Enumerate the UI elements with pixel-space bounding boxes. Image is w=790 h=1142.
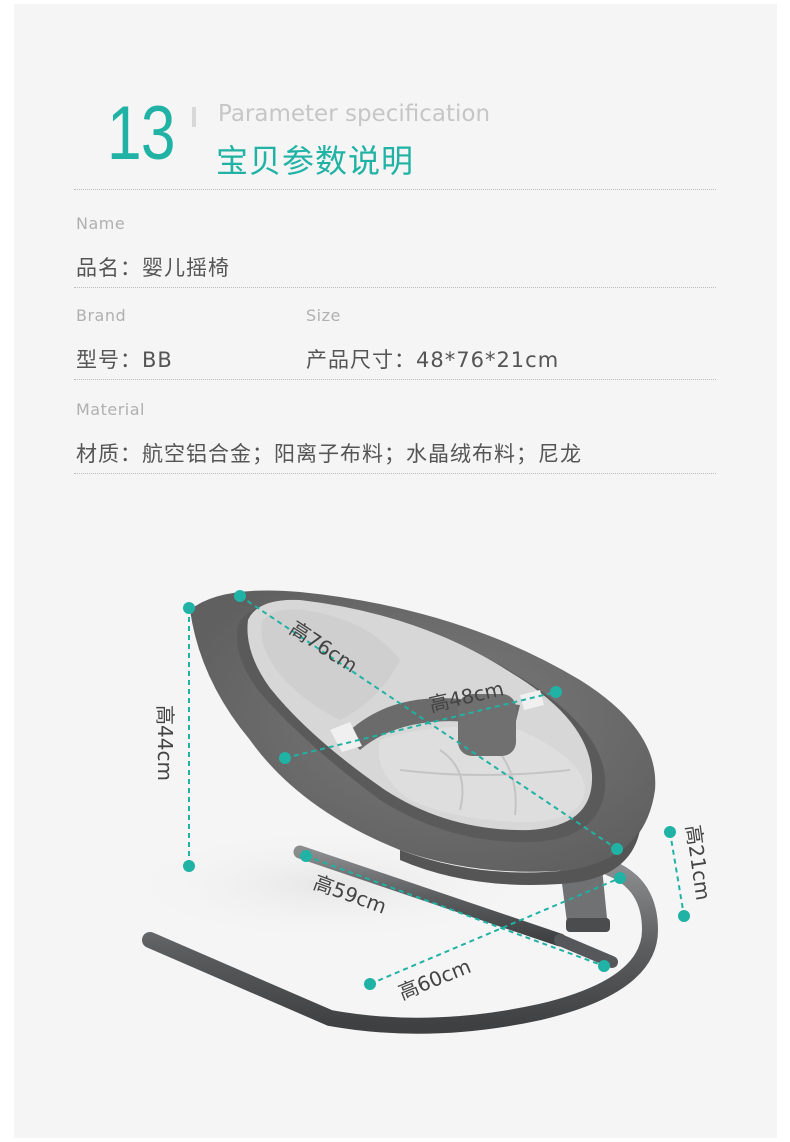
- dim-dot: [234, 590, 246, 602]
- dim-dot: [598, 960, 610, 972]
- dim-label-44: 高44cm: [153, 705, 177, 781]
- dim-label-21: 高21cm: [681, 823, 715, 902]
- size-label: Size: [306, 306, 341, 325]
- dim-dot: [611, 843, 623, 855]
- support-post: [560, 868, 608, 930]
- dim-dot: [183, 602, 195, 614]
- dim-line-48: [284, 691, 557, 759]
- seat-shell-edge: [400, 830, 640, 885]
- section-subtitle-en: Parameter specification: [218, 101, 491, 127]
- material-label: Material: [76, 400, 145, 419]
- divider: [74, 379, 716, 380]
- dim-dot: [183, 860, 195, 872]
- dim-dot: [678, 910, 690, 922]
- dim-dot: [614, 872, 626, 884]
- base-cross-bar: [554, 934, 618, 968]
- harness-clip-right: [520, 690, 544, 710]
- brand-label: Brand: [76, 306, 127, 325]
- base-front-bar: [142, 860, 659, 1034]
- header-divider: [192, 107, 196, 127]
- divider: [74, 189, 716, 190]
- size-value: 产品尺寸：48*76*21cm: [306, 348, 560, 372]
- dim-dot: [300, 850, 312, 862]
- support-post-ring: [566, 918, 610, 932]
- name-label: Name: [76, 214, 126, 233]
- cushion-headrest: [261, 609, 400, 720]
- dim-dot: [279, 752, 291, 764]
- dim-dot: [550, 686, 562, 698]
- dim-line-59: [305, 855, 605, 967]
- name-value: 品名：婴儿摇椅: [76, 256, 230, 280]
- brand-value: 型号：BB: [76, 348, 173, 372]
- dim-label-60: 高60cm: [395, 954, 474, 1005]
- dim-dot: [664, 826, 676, 838]
- material-value: 材质：航空铝合金；阳离子布料；水晶绒布料；尼龙: [76, 442, 582, 466]
- divider: [74, 287, 716, 288]
- dim-line-60: [369, 877, 621, 985]
- section-title-cn: 宝贝参数说明: [216, 142, 415, 180]
- base-rear-bar: [293, 845, 567, 947]
- divider: [74, 473, 716, 474]
- dim-line-21: [669, 831, 685, 917]
- section-number: 13: [107, 91, 176, 176]
- dim-dot: [364, 978, 376, 990]
- harness-buckle: [458, 694, 516, 756]
